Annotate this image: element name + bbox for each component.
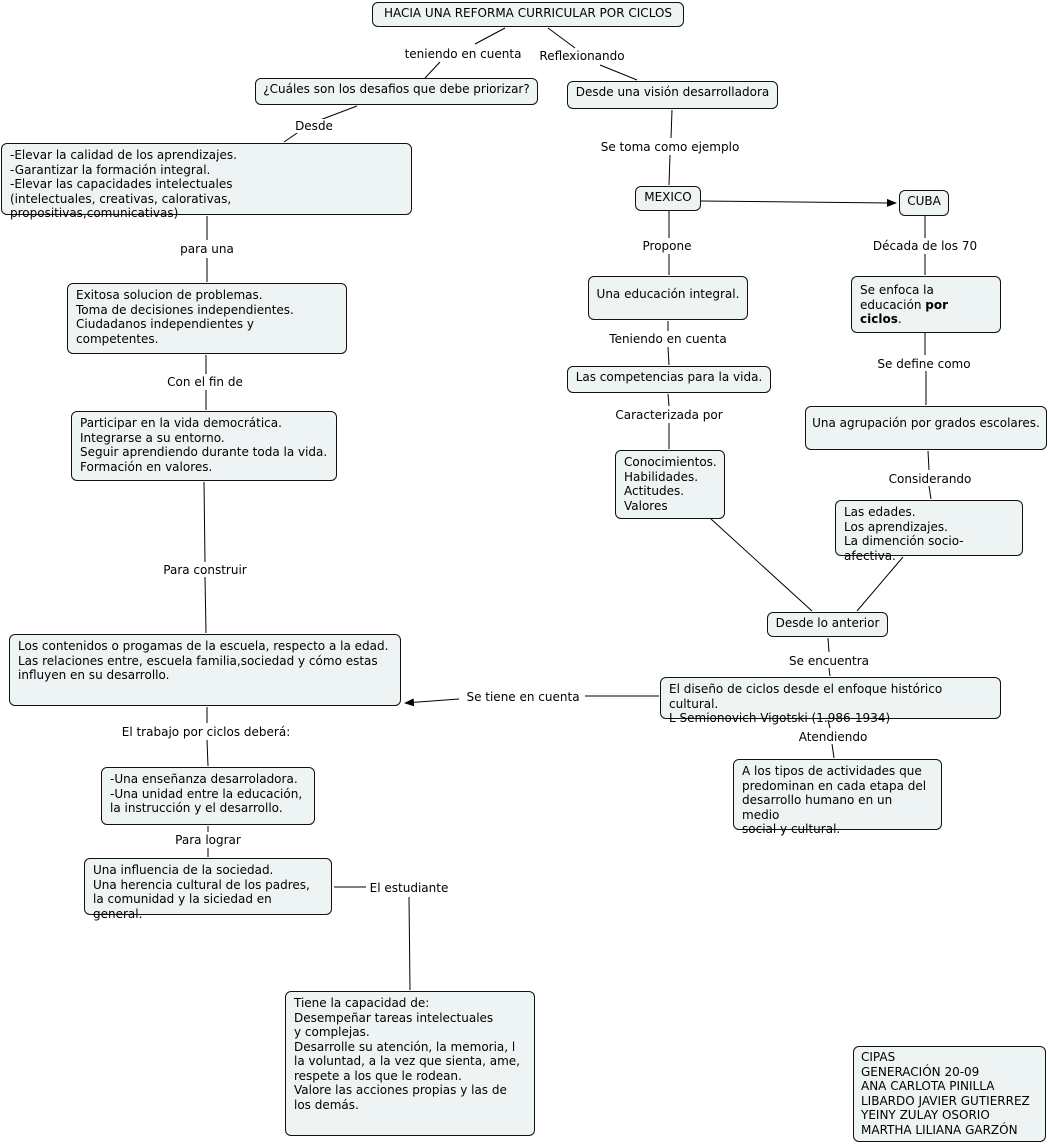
problem-solving-node[interactable]: Exitosa solucion de problemas. Toma de d… (67, 283, 347, 354)
ages-learning-node[interactable]: Las edades. Los aprendizajes. La dimenci… (835, 500, 1023, 563)
cuba-focus-bold: por ciclos (860, 297, 949, 327)
authors-node[interactable]: CIPAS GENERACIÓN 20-09 ANA CARLOTA PINIL… (853, 1046, 1046, 1142)
link-label-caracterizada-por: Caracterizada por (613, 408, 725, 422)
cuba-focus-period: . (897, 312, 902, 326)
link-label-considerando: Considerando (886, 472, 974, 486)
link-label-se-tiene-en-cuenta: Se tiene en cuenta (464, 690, 582, 704)
link-label-teniendo-en-cuenta-2: Teniendo en cuenta (607, 332, 729, 346)
link-label-para-construir: Para construir (161, 563, 249, 577)
link-label-se-define-como: Se define como (875, 357, 973, 371)
link-label-teniendo-en-cuenta: teniendo en cuenta (402, 47, 524, 61)
from-the-above-node[interactable]: Desde lo anterior (767, 612, 888, 637)
link-label-el-estudiante: El estudiante (367, 881, 451, 895)
school-grades-grouping-node[interactable]: Una agrupación por grados escolares. (805, 406, 1047, 450)
elevate-quality-node[interactable]: -Elevar la calidad de los aprendizajes. … (1, 143, 412, 220)
student-capacity-node[interactable]: Tiene la capacidad de: Desempeñar tareas… (285, 991, 535, 1136)
link-label-decada: Década de los 70 (870, 239, 980, 253)
mexico-node[interactable]: MEXICO (635, 186, 701, 211)
challenges-question-node[interactable]: ¿Cuáles son los desafios que debe priori… (255, 78, 538, 105)
life-competencies-node[interactable]: Las competencias para la vida. (567, 366, 771, 393)
cuba-node[interactable]: CUBA (899, 190, 949, 216)
link-label-desde: Desde (293, 119, 335, 133)
link-label-el-trabajo-por-ciclos: El trabajo por ciclos deberá: (119, 725, 293, 739)
school-contents-node[interactable]: Los contenidos o progamas de la escuela,… (9, 634, 401, 706)
link-label-propone: Propone (640, 239, 694, 253)
cycle-design-node[interactable]: El diseño de ciclos desde el enfoque his… (660, 677, 1001, 725)
link-label-se-encuentra: Se encuentra (787, 654, 871, 668)
root-node[interactable]: HACIA UNA REFORMA CURRICULAR POR CICLOS (372, 2, 684, 27)
link-label-se-toma-como-ejemplo: Se toma como ejemplo (598, 140, 742, 154)
democratic-life-node[interactable]: Participar en la vida democrática. Integ… (71, 411, 337, 481)
link-label-con-el-fin-de: Con el fin de (165, 375, 245, 389)
knowledge-skills-node[interactable]: Conocimientos. Habilidades. Actitudes. V… (615, 450, 725, 519)
developmental-vision-node[interactable]: Desde una visión desarrolladora (567, 81, 778, 109)
link-label-para-una: para una (178, 242, 236, 256)
link-label-atendiendo: Atendiendo (796, 730, 870, 744)
cuba-cycle-focus-node[interactable]: Se enfoca la educación por ciclos. (851, 276, 1001, 333)
activity-types-node[interactable]: A los tipos de actividades que predomina… (733, 759, 942, 836)
integral-education-node[interactable]: Una educación integral. (588, 276, 748, 320)
link-label-reflexionando: Reflexionando (537, 49, 627, 63)
link-label-para-lograr: Para lograr (173, 833, 243, 847)
developmental-teaching-node[interactable]: -Una enseñanza desarroladora. -Una unida… (101, 767, 315, 825)
cuba-focus-text: Se enfoca la educación (860, 283, 934, 312)
society-influence-node[interactable]: Una influencia de la sociedad. Una heren… (84, 858, 332, 921)
